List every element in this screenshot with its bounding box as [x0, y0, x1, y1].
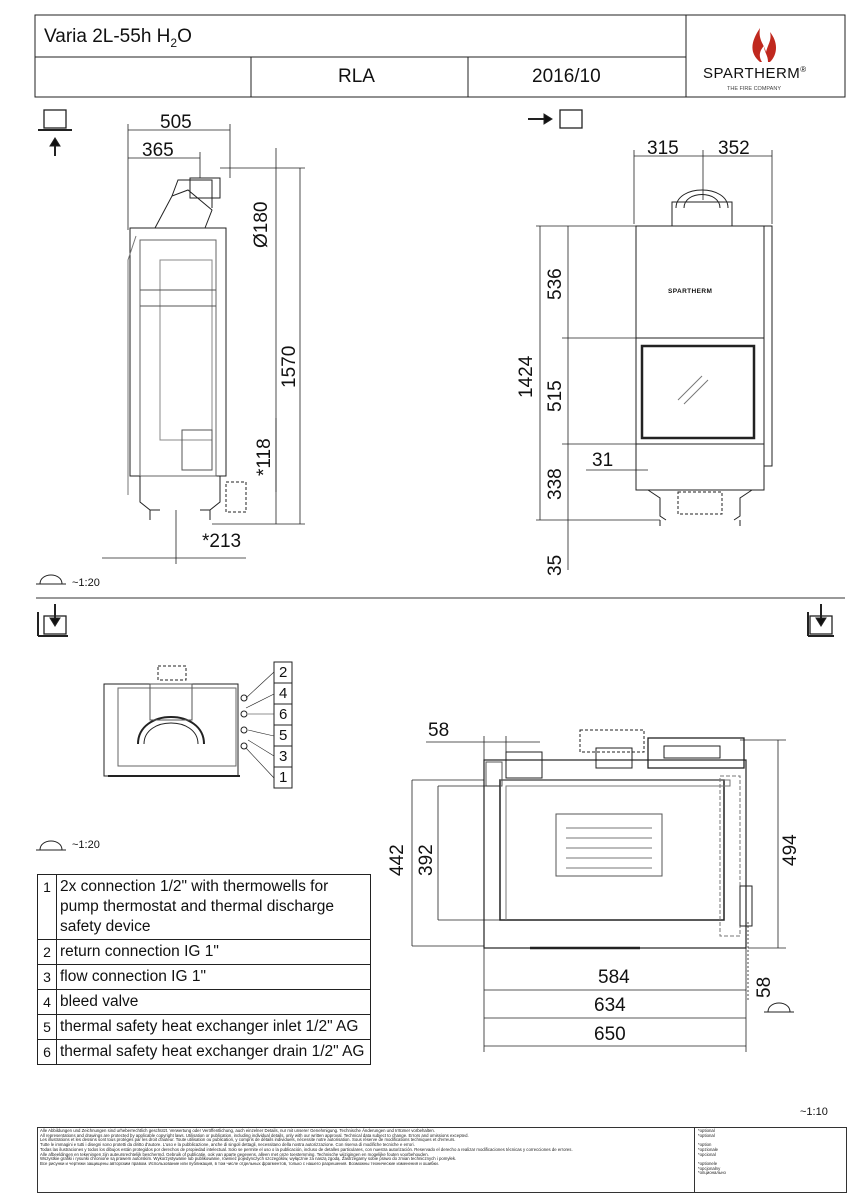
dim-35: 35 — [545, 554, 566, 576]
copyright-footer: Alle Abbildungen und Zeichnungen sind ur… — [37, 1127, 847, 1193]
side-view-drawing — [127, 177, 247, 520]
scale-icon — [36, 574, 66, 585]
scale-label-2: ~1:20 — [72, 839, 100, 851]
footer-divider — [694, 1128, 695, 1192]
dim-515: 515 — [545, 380, 566, 412]
dim-536: 536 — [545, 268, 566, 300]
dim-58-top: 58 — [428, 720, 450, 741]
dim-58-bottom: 58 — [754, 976, 775, 998]
front-view-drawing — [635, 189, 773, 526]
dim-1570: 1570 — [279, 345, 300, 388]
brand-name: SPARTHERM® — [703, 65, 807, 82]
small-plan-drawing — [103, 665, 248, 777]
conn-num-5: 5 — [279, 727, 288, 744]
view-symbol-icon — [38, 109, 72, 156]
large-plan-drawing — [483, 729, 753, 950]
dim-1424: 1424 — [516, 355, 537, 398]
conn-num-4: 4 — [279, 685, 288, 702]
conn-num-1: 1 — [279, 769, 288, 786]
dim-118: *118 — [254, 438, 275, 476]
flame-logo-icon — [752, 28, 776, 62]
brand-tagline: THE FIRE COMPANY — [727, 86, 781, 92]
elevation-drawings — [36, 109, 845, 599]
dim-634: 634 — [594, 995, 626, 1016]
dim-338: 338 — [545, 468, 566, 500]
conn-num-6: 6 — [279, 706, 288, 723]
view-symbol-top-right-icon — [807, 604, 834, 637]
view-symbol-right-icon — [528, 109, 583, 129]
plan-drawings — [36, 604, 834, 1052]
nameplate-label: SPARTHERM — [668, 288, 713, 295]
optional-notes: *optional *optional *option *opzionale *… — [698, 1128, 726, 1176]
scale-label-3: ~1:10 — [800, 1106, 828, 1118]
conn-num-3: 3 — [279, 748, 288, 765]
title-block — [34, 14, 846, 98]
conn-num-2: 2 — [279, 664, 288, 681]
dim-505: 505 — [160, 112, 192, 133]
dim-650: 650 — [594, 1024, 626, 1045]
dim-365: 365 — [142, 140, 174, 161]
scale-icon-3 — [764, 1002, 794, 1013]
dim-diameter-180: Ø180 — [251, 201, 272, 248]
dim-213: *213 — [202, 531, 242, 552]
dim-442: 442 — [387, 844, 408, 876]
dim-352: 352 — [718, 138, 750, 159]
drawing-date: 2016/10 — [532, 66, 601, 87]
model-title: Varia 2L-55h H2O — [44, 26, 192, 50]
variant-code: RLA — [338, 66, 375, 87]
scale-label-1: ~1:20 — [72, 577, 100, 589]
dim-584: 584 — [598, 967, 630, 988]
dim-31: 31 — [592, 450, 614, 471]
copyright-disclaimer: Alle Abbildungen und Zeichnungen sind ur… — [40, 1128, 573, 1166]
connection-numbers — [245, 661, 293, 789]
view-symbol-top-icon — [37, 604, 68, 637]
dim-392: 392 — [416, 844, 437, 876]
dim-315: 315 — [647, 138, 679, 159]
dim-494: 494 — [780, 834, 801, 866]
scale-icon-2 — [36, 840, 66, 851]
